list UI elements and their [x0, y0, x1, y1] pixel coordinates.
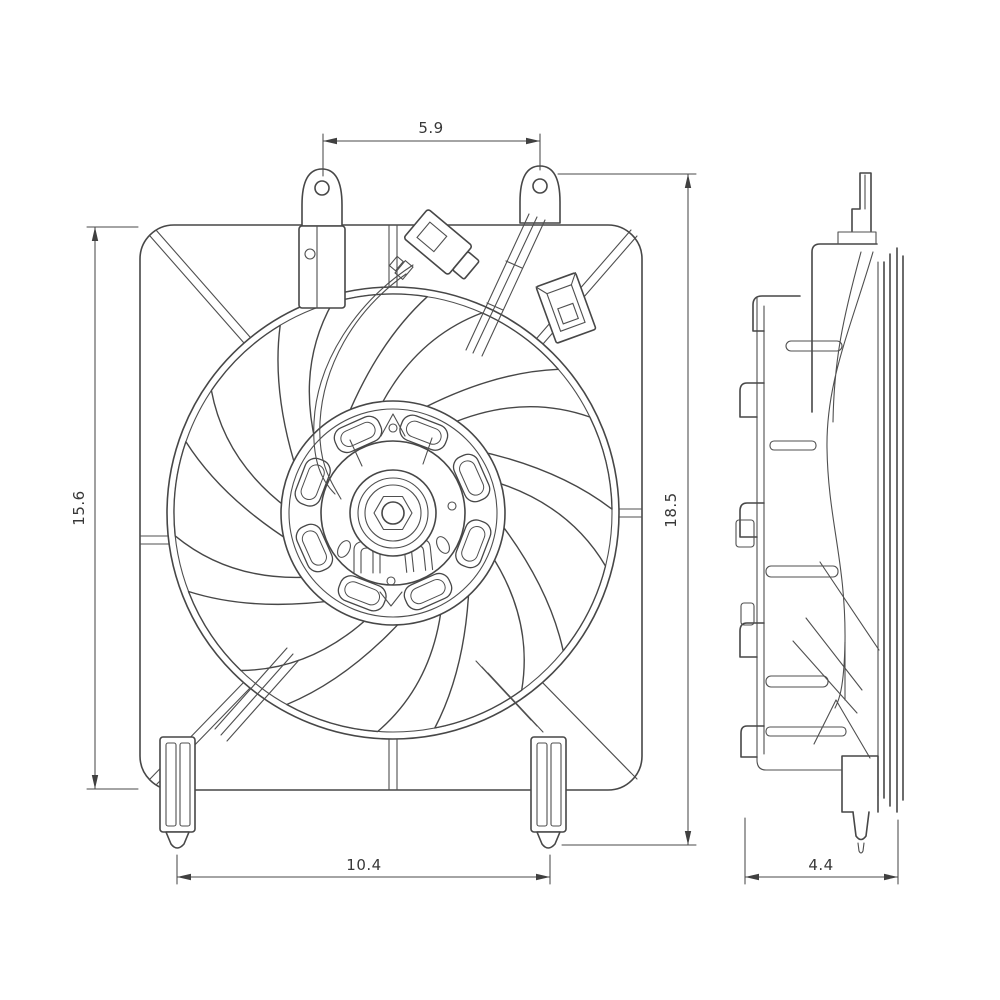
dimension-label-shroud-height: 15.6	[70, 490, 88, 525]
side-motor-block	[811, 243, 878, 413]
hub-tick-marks	[349, 437, 433, 467]
leg-right-pin	[536, 831, 561, 849]
side-bottom-block	[841, 755, 879, 813]
side-cone-lines	[792, 561, 880, 759]
side-view	[735, 172, 904, 854]
mount-box	[535, 272, 597, 344]
wire-harness	[313, 255, 414, 500]
dimension-depth: 4.4	[744, 817, 899, 885]
side-pin	[852, 811, 870, 841]
mounting-tab-right	[465, 165, 561, 357]
side-flange-edges	[883, 247, 904, 813]
dimension-label-top-mount-spacing: 5.9	[418, 119, 443, 137]
hub-screw-hole	[386, 576, 396, 586]
leg-left-pin	[165, 831, 190, 849]
leg-left	[159, 647, 300, 849]
hub-oval-slot	[337, 540, 351, 558]
hub-screw-hole	[447, 501, 457, 511]
shaft-center	[381, 501, 405, 525]
dimension-label-depth: 4.4	[808, 856, 833, 874]
side-top-tab	[851, 172, 872, 232]
motor-hub	[280, 400, 506, 626]
mounting-tab-left	[298, 168, 346, 309]
leg-right	[475, 660, 567, 849]
side-blade-profile	[826, 251, 874, 709]
dimension-overall-height: 18.5	[557, 173, 697, 846]
shroud-struts	[139, 224, 643, 791]
dimension-bottom-mount-spacing: 10.4	[176, 854, 551, 885]
fan-blades	[173, 293, 613, 733]
hub-oval-slot	[436, 536, 450, 554]
dimension-shroud-height: 15.6	[70, 226, 139, 790]
hub-screw-hole	[388, 423, 398, 433]
shaft-hex	[373, 495, 413, 531]
front-view	[139, 165, 643, 849]
side-hooks	[739, 295, 801, 758]
side-ribs	[765, 340, 847, 737]
hub-slot-ring	[294, 414, 492, 612]
dimension-top-mount-spacing: 5.9	[322, 119, 541, 177]
dimension-label-overall-height: 18.5	[662, 492, 680, 527]
wire-connector	[403, 209, 480, 280]
dimension-label-bottom-mount-spacing: 10.4	[346, 856, 381, 874]
hub-gussets	[379, 413, 406, 607]
